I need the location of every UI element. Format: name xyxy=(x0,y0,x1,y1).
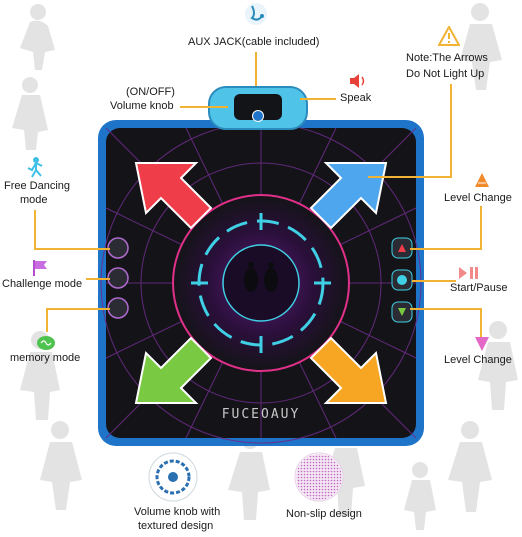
down-triangle-icon xyxy=(475,337,489,351)
line-speak xyxy=(300,98,336,100)
speaker-icon xyxy=(350,74,365,88)
mesh-icon xyxy=(294,452,344,502)
arrow-up-right xyxy=(309,162,388,230)
aux-jack-label: AUX JACK(cable included) xyxy=(188,36,320,48)
line-memory-v xyxy=(46,310,48,332)
volume-knob-small[interactable] xyxy=(252,110,264,122)
warning-icon xyxy=(438,26,460,46)
line-note-v xyxy=(450,84,452,176)
up-triangle-icon xyxy=(475,173,489,187)
play-pause-icon xyxy=(459,267,478,279)
line-level-top-v xyxy=(480,206,482,250)
knob-icon xyxy=(148,452,198,502)
line-volume xyxy=(180,106,228,108)
line-level-top-h xyxy=(410,248,482,250)
free-dancing-line2: mode xyxy=(20,194,48,206)
volume-knob-label: Volume knob xyxy=(110,100,174,112)
line-challenge xyxy=(86,278,110,280)
challenge-mode-label: Challenge mode xyxy=(2,278,83,290)
line-free-h xyxy=(34,248,110,250)
free-dancing-line1: Free Dancing xyxy=(4,180,71,192)
level-change-bottom-label: Level Change xyxy=(444,354,512,366)
brand-text: FUCEOAUY xyxy=(222,407,301,422)
line-start xyxy=(412,280,456,282)
line-memory-h xyxy=(46,308,110,310)
line-free-v xyxy=(34,210,36,250)
arrow-up-left xyxy=(134,162,213,230)
volume-textured-line1: Volume knob with xyxy=(134,506,221,518)
start-pause-label: Start/Pause xyxy=(450,282,508,294)
note-line2: Do Not Light Up xyxy=(406,68,485,80)
line-level-bottom-v xyxy=(480,308,482,338)
level-change-top-label: Level Change xyxy=(444,192,512,204)
non-slip-label: Non-slip design xyxy=(286,508,362,520)
arrow-down-right xyxy=(309,336,388,404)
line-aux xyxy=(255,52,257,86)
on-off-label: (ON/OFF) xyxy=(126,86,175,98)
dancer-icon xyxy=(27,157,43,178)
cable-icon xyxy=(245,3,267,25)
line-note-h xyxy=(368,176,452,178)
arrow-down-left xyxy=(134,336,213,404)
brain-icon xyxy=(37,336,55,350)
memory-mode-label: memory mode xyxy=(10,352,81,364)
speak-label: Speak xyxy=(340,92,372,104)
flag-icon xyxy=(33,260,47,276)
control-box xyxy=(208,86,308,130)
line-level-bottom-h xyxy=(410,308,482,310)
note-line1: Note:The Arrows xyxy=(406,52,488,64)
dance-mat: FUCEOAUY xyxy=(98,120,424,446)
volume-textured-line2: textured design xyxy=(138,520,214,532)
